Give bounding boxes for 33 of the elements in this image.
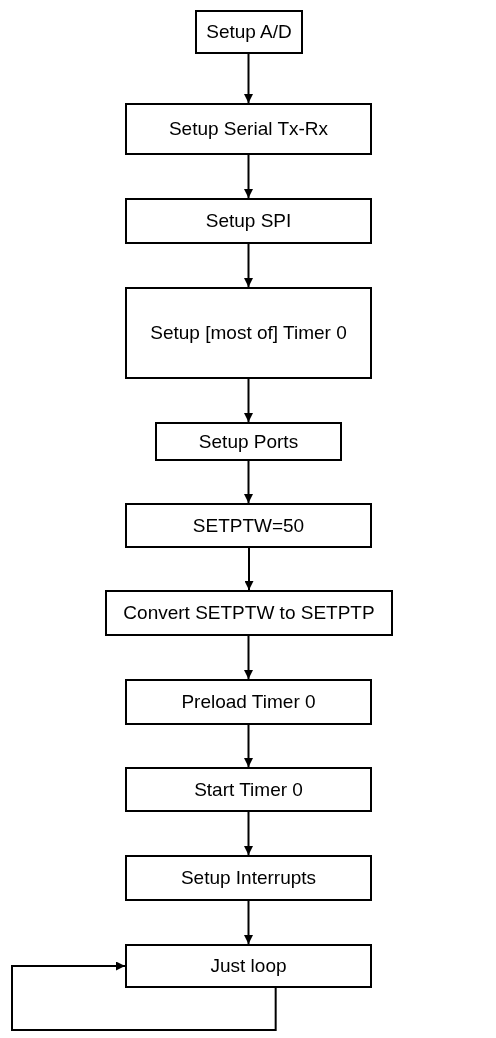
process-box xyxy=(125,855,372,901)
process-box xyxy=(125,944,372,988)
process-box xyxy=(195,10,303,54)
process-box xyxy=(125,287,372,379)
box-label: Setup Serial Tx-Rx xyxy=(167,117,330,142)
box-label: Convert SETPTW to SETPTP xyxy=(122,601,376,626)
process-box xyxy=(105,590,393,636)
box-label: Setup Ports xyxy=(197,429,300,454)
arrow xyxy=(244,547,254,591)
process-box xyxy=(125,503,372,548)
process-box xyxy=(125,767,372,812)
box-label: Setup [most of] Timer 0 xyxy=(149,321,348,346)
process-box xyxy=(125,679,372,725)
box-label: Setup A/D xyxy=(205,20,293,45)
box-label: Setup SPI xyxy=(204,209,293,234)
box-label: SETPTW=50 xyxy=(191,513,306,538)
process-box xyxy=(125,103,372,155)
arrow xyxy=(244,900,253,945)
box-label: Start Timer 0 xyxy=(193,777,304,802)
box-label: Preload Timer 0 xyxy=(180,690,317,715)
box-label: Setup Interrupts xyxy=(179,866,318,891)
arrow xyxy=(244,724,253,768)
arrow xyxy=(11,961,277,1031)
process-box xyxy=(125,198,372,244)
arrow xyxy=(244,53,253,104)
arrow xyxy=(244,243,253,288)
arrow xyxy=(244,154,253,199)
arrow xyxy=(244,635,253,680)
box-label: Just loop xyxy=(209,954,288,979)
process-box xyxy=(155,422,342,461)
arrow xyxy=(244,378,253,423)
arrow xyxy=(244,811,253,856)
arrow xyxy=(244,460,253,504)
